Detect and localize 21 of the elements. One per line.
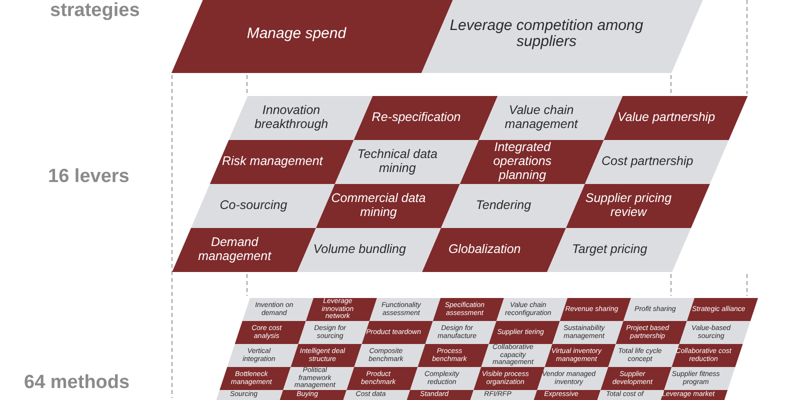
lever-label: Innovation breakthrough	[253, 104, 330, 132]
lever-label: Volume bundling	[313, 243, 406, 257]
row-heading: strategies	[50, 0, 140, 22]
lever-label: Demand management	[197, 236, 272, 264]
lever-label: Co-sourcing	[220, 199, 288, 213]
lever-label: Re-specification	[372, 111, 461, 125]
strategy-label: Manage spend	[246, 26, 346, 42]
lever-label: Value partnership	[618, 111, 716, 125]
lever-label: Risk management	[222, 155, 323, 169]
lever-label: Integrated operations planning	[492, 141, 553, 183]
lever-label: Commercial data mining	[330, 192, 427, 220]
lever-label: Value chain management	[504, 104, 580, 132]
lever-label: Tendering	[476, 199, 532, 213]
lever-label: Target pricing	[572, 243, 648, 257]
lever-label: Globalization	[448, 243, 521, 257]
lever-label: Cost partnership	[602, 155, 694, 169]
lever-label: Supplier pricing review	[584, 192, 673, 220]
row-heading: 16 levers	[48, 166, 130, 188]
row-heading: 64 methods	[24, 372, 130, 394]
lever-label: Technical data mining	[356, 148, 438, 176]
strategy-label: Leverage competition among suppliers	[448, 18, 644, 50]
